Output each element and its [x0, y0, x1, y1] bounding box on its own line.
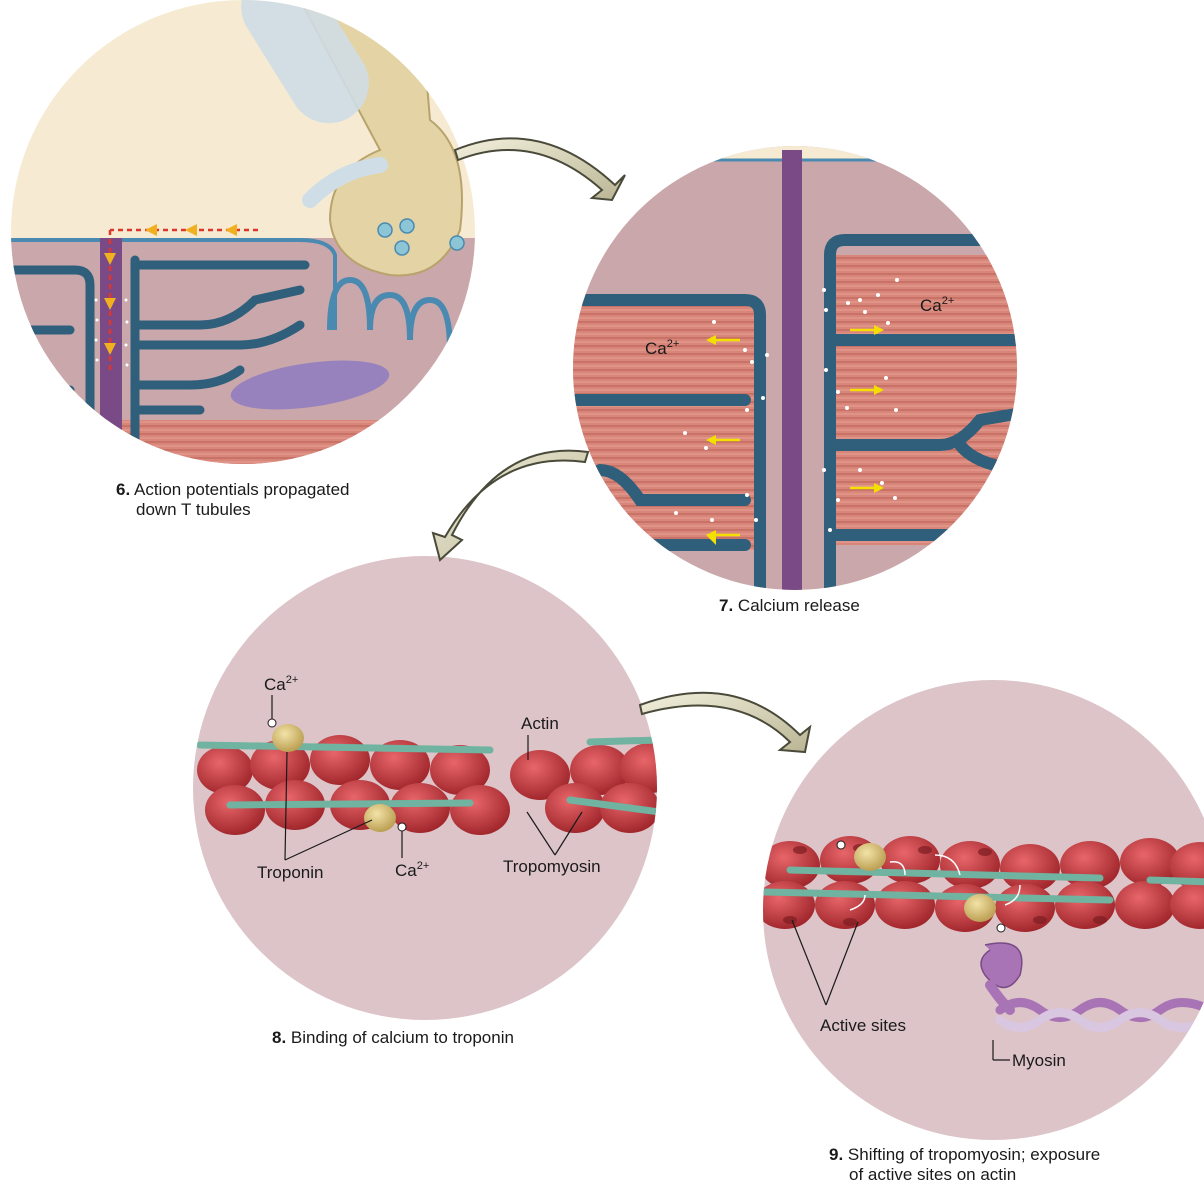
- step-6-caption: 6. Action potentials propagated down T t…: [116, 480, 349, 520]
- step-9-line2: of active sites on actin: [849, 1165, 1016, 1184]
- active-sites-label: Active sites: [820, 1016, 906, 1035]
- panel-6-t-tubule-action-potential: [0, 0, 480, 478]
- step-7-number: 7.: [719, 596, 733, 615]
- panel-7-calcium-release: Ca2+ Ca2+: [560, 140, 1040, 600]
- step-8-line1: Binding of calcium to troponin: [291, 1028, 514, 1047]
- troponin-label: Troponin: [257, 863, 323, 882]
- step-6-line2: down T tubules: [136, 500, 251, 519]
- arrow-8-to-9: [640, 693, 810, 752]
- tropomyosin-label: Tropomyosin: [503, 857, 601, 876]
- step-6-line1: Action potentials propagated: [134, 480, 350, 499]
- step-8-number: 8.: [272, 1028, 286, 1047]
- arrow-7-to-8: [433, 451, 588, 560]
- actin-label: Actin: [521, 714, 559, 733]
- step-8-caption: 8. Binding of calcium to troponin: [272, 1028, 514, 1048]
- panel-8-calcium-binding-troponin: Ca2+ Ca2+ Actin Troponin Tropomyosin: [193, 556, 680, 1020]
- step-7-caption: 7. Calcium release: [719, 596, 860, 616]
- step-6-number: 6.: [116, 480, 130, 499]
- myosin-label: Myosin: [1012, 1051, 1066, 1070]
- panel-9-tropomyosin-shift: Active sites Myosin: [755, 680, 1204, 1140]
- step-9-caption: 9. Shifting of tropomyosin; exposure of …: [829, 1145, 1100, 1185]
- arrow-6-to-7: [455, 138, 625, 200]
- step-9-line1: Shifting of tropomyosin; exposure: [848, 1145, 1100, 1164]
- step-9-number: 9.: [829, 1145, 843, 1164]
- step-7-line1: Calcium release: [738, 596, 860, 615]
